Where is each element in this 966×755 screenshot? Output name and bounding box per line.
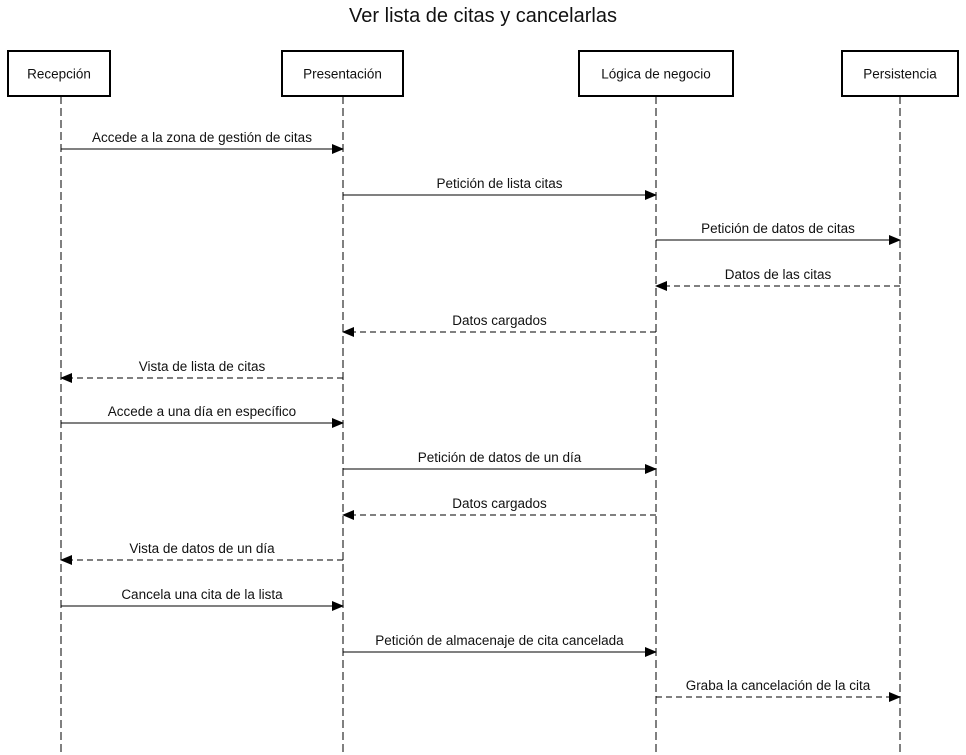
participants-group: Recepción Presentación Lógica de negocio Pe… <box>7 50 959 97</box>
message-label: Vista de lista de citas <box>139 359 266 374</box>
participant-logica: Lógica de negocio <box>578 50 734 97</box>
message-6: Vista de lista de citas <box>60 359 343 383</box>
participant-box <box>281 50 404 97</box>
message-label: Accede a la zona de gestión de citas <box>92 130 312 145</box>
message-label: Petición de datos de citas <box>701 221 855 236</box>
message-9: Datos cargados <box>342 496 656 520</box>
participant-box <box>841 50 959 97</box>
message-label: Cancela una cita de la lista <box>121 587 283 602</box>
message-13: Graba la cancelación de la cita <box>656 678 901 702</box>
message-11: Cancela una cita de la lista <box>61 587 344 611</box>
message-label: Graba la cancelación de la cita <box>686 678 871 693</box>
message-label: Datos de las citas <box>725 267 832 282</box>
message-5: Datos cargados <box>342 313 656 337</box>
participant-recepcion: Recepción <box>7 50 111 97</box>
message-label: Accede a una día en específico <box>108 404 296 419</box>
message-12: Petición de almacenaje de cita cancelada <box>343 633 657 657</box>
participant-box <box>7 50 111 97</box>
message-label: Petición de almacenaje de cita cancelada <box>375 633 624 648</box>
participant-label: Persistencia <box>863 67 937 82</box>
message-10: Vista de datos de un día <box>60 541 343 565</box>
message-label: Petición de datos de un día <box>418 450 582 465</box>
message-1: Accede a la zona de gestión de citas <box>61 130 344 154</box>
participant-presentacion: Presentación <box>281 50 404 97</box>
participant-label: Presentación <box>303 67 382 82</box>
message-label: Datos cargados <box>452 496 547 511</box>
message-4: Datos de las citas <box>655 267 900 291</box>
messages-group: Accede a la zona de gestión de citasPeti… <box>60 130 901 702</box>
participant-label: Lógica de negocio <box>601 67 711 82</box>
participant-box <box>578 50 734 97</box>
message-label: Petición de lista citas <box>436 176 562 191</box>
participant-label: Recepción <box>27 67 91 82</box>
diagram-title: Ver lista de citas y cancelarlas <box>349 5 617 27</box>
message-8: Petición de datos de un día <box>343 450 657 474</box>
message-label: Datos cargados <box>452 313 547 328</box>
message-label: Vista de datos de un día <box>129 541 275 556</box>
message-3: Petición de datos de citas <box>656 221 901 245</box>
message-2: Petición de lista citas <box>343 176 657 200</box>
message-7: Accede a una día en específico <box>61 404 344 428</box>
participant-persistencia: Persistencia <box>841 50 959 97</box>
